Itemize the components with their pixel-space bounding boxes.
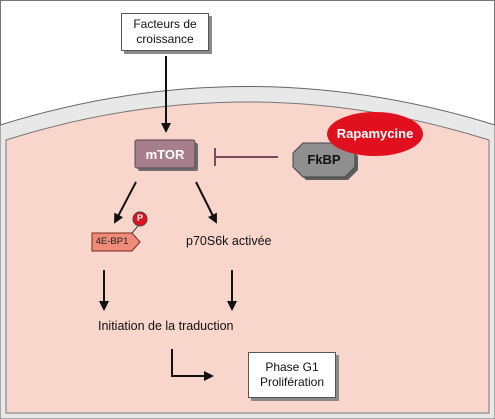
arrow-initiation-to-outcome [171,349,214,381]
p70-label: p70S6k activée [186,234,272,248]
arrow-mtor-to-p70 [195,181,217,224]
phospho-node [132,211,148,227]
growth-factors-line1: Facteurs de [133,17,197,31]
phospho-link [131,225,139,234]
rapamycin-node [327,112,423,156]
mtor-label: mTOR [145,147,185,162]
mtor-node [134,139,196,169]
arrow-mtor-to-bp1 [114,181,137,224]
growth-factors-line2: croissance [136,32,194,46]
growth-factors-box: Facteurs de croissance [121,13,209,51]
bp1-node [91,232,141,252]
outcome-line2: Prolifération [259,375,325,389]
fkbp-label: FkBP [307,152,341,167]
cytoplasm [5,101,490,414]
rapamycin-label: Rapamycine [336,126,414,141]
bp1-label: 4E-BP1 [95,236,129,247]
outcome-line1: Phase G1 [265,360,319,374]
outcome-box: Phase G1 Prolifération [248,352,336,398]
phospho-label: P [136,213,143,223]
initiation-label: Initiation de la traduction [98,319,234,333]
